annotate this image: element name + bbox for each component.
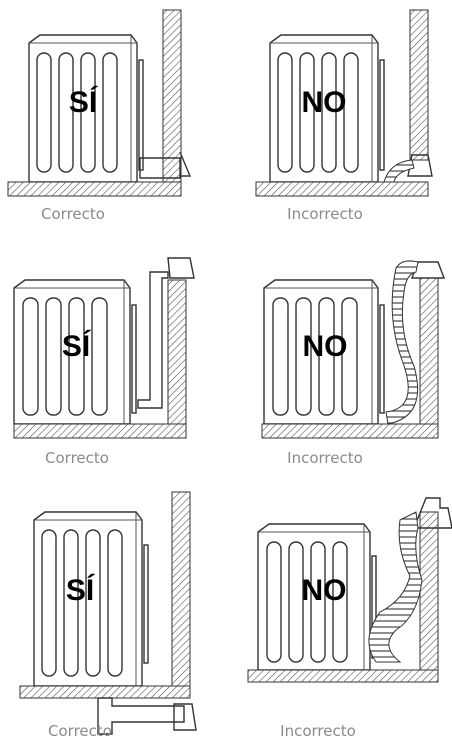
caption-label: Correcto bbox=[45, 449, 109, 467]
floor-4 bbox=[261, 423, 439, 439]
floor-6 bbox=[247, 669, 439, 683]
wall-3 bbox=[167, 279, 187, 439]
caption-label: Correcto bbox=[41, 205, 105, 223]
panel-3: SÍ Correcto bbox=[13, 257, 195, 467]
floor-3 bbox=[13, 423, 187, 439]
vent-hood-3 bbox=[167, 257, 195, 279]
wall-5 bbox=[171, 491, 191, 687]
caption-label: Incorrecto bbox=[280, 722, 356, 740]
verdict-label: SÍ bbox=[62, 329, 91, 363]
flexible-duct-4 bbox=[385, 260, 419, 425]
wall-2 bbox=[409, 9, 429, 161]
verdict-label: SÍ bbox=[69, 85, 98, 119]
wall-4 bbox=[419, 277, 439, 439]
flexible-duct-6 bbox=[368, 511, 423, 663]
panel-6: NO Incorrecto bbox=[247, 497, 452, 740]
caption-label: Correcto bbox=[48, 722, 112, 740]
verdict-label: SÍ bbox=[66, 573, 95, 607]
vent-duct-5 bbox=[97, 697, 185, 735]
floor-2 bbox=[255, 181, 429, 197]
caption-label: Incorrecto bbox=[287, 205, 363, 223]
floor-5 bbox=[19, 685, 191, 699]
caption-label: Incorrecto bbox=[287, 449, 363, 467]
vent-hood-5 bbox=[173, 703, 197, 731]
panel-5: SÍ Correcto bbox=[19, 491, 197, 740]
verdict-label: NO bbox=[303, 330, 348, 363]
vent-duct-1 bbox=[139, 151, 192, 179]
crushed-duct-2 bbox=[383, 159, 415, 183]
wall-1 bbox=[162, 9, 182, 183]
floor-1 bbox=[7, 181, 182, 197]
verdict-label: NO bbox=[302, 574, 347, 607]
vent-duct-3 bbox=[137, 271, 169, 409]
wall-6 bbox=[419, 511, 439, 683]
panel-1: SÍ Correcto bbox=[7, 9, 192, 223]
panel-4: NO Incorrecto bbox=[261, 260, 446, 467]
verdict-label: NO bbox=[302, 86, 347, 119]
panel-2: NO Incorrecto bbox=[255, 9, 433, 223]
